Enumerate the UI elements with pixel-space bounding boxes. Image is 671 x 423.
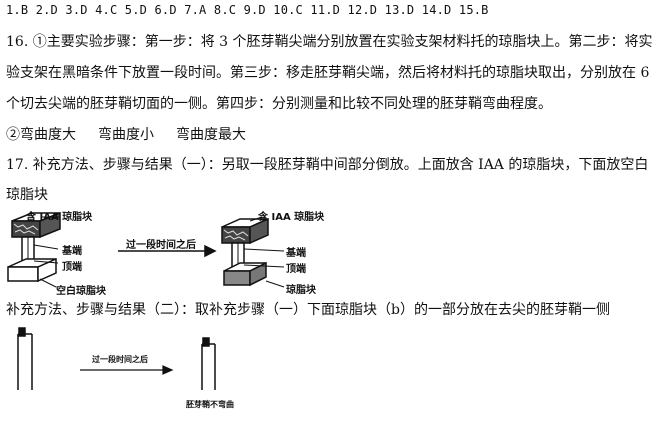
label-top-end-left: 顶端 [62, 262, 82, 273]
label-agar-right: 琼脂块 [286, 285, 316, 296]
iaa-agar-block-right [221, 217, 269, 245]
label-base-end-left: 基端 [62, 246, 82, 257]
answer-key: 1.B 2.D 3.D 4.C 5.D 6.D 7.A 8.C 9.D 10.C… [6, 3, 489, 17]
agar-block-right [223, 261, 267, 287]
q17-line-1: 17. 补充方法、步骤与结果（一）：另取一段胚芽鞘中间部分倒放。上面放含 IAA… [6, 157, 649, 173]
arrow-2-text: 过一段时间之后 [92, 355, 148, 364]
label-blank-block: 空白琼脂块 [56, 286, 106, 297]
decapitated-coleoptile-left [17, 327, 33, 390]
caption-no-bending: 胚芽鞘不弯曲 [186, 400, 234, 409]
q16-line-1: 16. ①主要实验步骤：第一步：将 3 个胚芽鞘尖端分别放置在实验支架材料托的琼… [6, 34, 653, 50]
q16-line-2: 验支架在黑暗条件下放置一段时间。第三步：移走胚芽鞘尖端，然后将材料托的琼脂块取出… [6, 65, 650, 81]
decapitated-coleoptile-right [201, 337, 216, 390]
figure-2-diagram [17, 327, 216, 390]
result-1: ②弯曲度大 [6, 127, 76, 143]
label-base-end-right: 基端 [286, 248, 306, 259]
q16-results: ②弯曲度大 弯曲度小 弯曲度最大 [6, 126, 246, 144]
iaa-agar-block-left [11, 211, 61, 239]
right-apparatus [221, 216, 285, 288]
result-2: 弯曲度小 [98, 127, 154, 143]
label-iaa-block-left: 含 IAA 琼脂块 [26, 212, 93, 223]
label-top-end-right: 顶端 [286, 264, 306, 275]
q16-line-3: 个切去尖端的胚芽鞘切面的一侧。第四步：分别测量和比较不同处理的胚芽鞘弯曲程度。 [6, 96, 552, 112]
blank-agar-block-left [7, 257, 57, 283]
result-3: 弯曲度最大 [176, 127, 246, 143]
arrow-1-text: 过一段时间之后 [126, 240, 196, 251]
q17-method-2: 补充方法、步骤与结果（二）：取补充步骤（一）下面琼脂块（b）的一部分放在去尖的胚… [6, 302, 610, 318]
arrow-2 [80, 365, 174, 375]
figure-1-diagram [7, 211, 285, 288]
arrow-1 [118, 244, 217, 258]
q17-line-2: 琼脂块 [6, 187, 48, 203]
label-iaa-block-right: 含 IAA 琼脂块 [258, 212, 325, 223]
left-apparatus [7, 211, 61, 288]
